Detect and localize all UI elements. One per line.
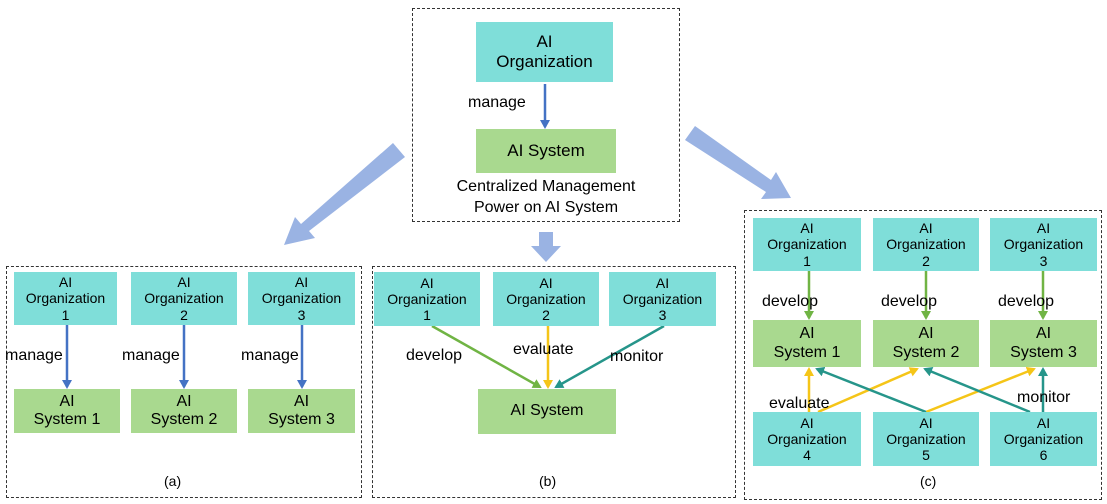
panel-a-manage-label-2: manage	[122, 347, 180, 364]
system-line: System 3	[1010, 343, 1077, 361]
panel-b-org-2: AI Organization 2	[493, 272, 599, 326]
top-caption: Centralized Management Power on AI Syste…	[420, 177, 672, 219]
system-line: AI	[1035, 325, 1052, 343]
panel-a-system-3: AI System 3	[248, 389, 355, 433]
org-number: 2	[922, 252, 930, 269]
org-line: Organization	[261, 290, 342, 307]
org-line: AI	[800, 220, 814, 237]
org-number: 1	[423, 307, 431, 324]
org-line: Organization	[1003, 430, 1084, 447]
panel-b-monitor-label: monitor	[610, 348, 664, 365]
panel-b-org-1: AI Organization 1	[374, 272, 480, 326]
panel-c-caption: (c)	[920, 473, 937, 489]
org-line: AI	[58, 274, 73, 291]
system-line: System 2	[150, 411, 218, 428]
panel-b-org-3: AI Organization 3	[609, 272, 716, 326]
system-line: System 3	[268, 411, 335, 428]
panel-c-develop-label-2: develop	[881, 293, 938, 310]
panel-a-org-1: AI Organization 1	[14, 272, 117, 325]
org-line: Organization	[387, 290, 467, 307]
org-line: AI	[919, 414, 933, 431]
top-org-line1: AI	[536, 32, 553, 52]
org-number: 3	[658, 307, 667, 324]
top-caption-line1: Centralized Management	[456, 178, 636, 195]
top-org-box: AI Organization	[476, 22, 613, 82]
org-number: 3	[1039, 252, 1048, 269]
system-line: System 2	[892, 343, 960, 361]
panel-c-org-3: AI Organization 3	[990, 218, 1097, 271]
org-number: 6	[1039, 447, 1048, 464]
org-line: AI	[539, 274, 553, 291]
system-line: AI System	[510, 402, 584, 420]
panel-c-system-1: AI System 1	[753, 320, 861, 367]
org-line: Organization	[767, 430, 847, 447]
panel-a-caption: (a)	[164, 473, 182, 489]
org-line: Organization	[1003, 236, 1084, 253]
top-org-line2: Organization	[496, 52, 593, 71]
org-line: AI	[420, 274, 434, 291]
panel-c-frame	[744, 210, 1102, 500]
panel-c-org-2: AI Organization 2	[873, 218, 979, 271]
org-line: AI	[800, 414, 814, 431]
org-number: 1	[61, 306, 70, 323]
panel-a-system-1: AI System 1	[14, 389, 120, 433]
panel-c-org-6: AI Organization 6	[990, 412, 1097, 466]
top-system-label: AI System	[507, 141, 585, 161]
big-arrow-left	[284, 143, 405, 245]
big-arrow-right	[685, 126, 791, 199]
panel-c-system-3: AI System 3	[990, 320, 1097, 367]
org-line: Organization	[144, 290, 224, 307]
panel-a-manage-label-1: manage	[5, 347, 63, 364]
system-line: AI	[176, 392, 192, 410]
system-line: AI	[799, 325, 815, 343]
org-line: Organization	[25, 290, 106, 307]
panel-c-develop-label-1: develop	[762, 293, 819, 310]
org-line: AI	[177, 274, 191, 291]
top-frame	[412, 8, 680, 222]
org-line: Organization	[886, 236, 966, 253]
org-line: Organization	[886, 430, 966, 447]
panel-c-org-5: AI Organization 5	[873, 412, 979, 466]
panel-a-system-2: AI System 2	[131, 389, 237, 433]
panel-c-evaluate-label: evaluate	[769, 395, 830, 412]
panel-b-develop-label: develop	[406, 347, 463, 364]
org-line: AI	[919, 220, 933, 237]
system-line: AI	[59, 392, 75, 410]
panel-a-org-3: AI Organization 3	[248, 272, 355, 325]
panel-b-system: AI System	[478, 389, 616, 434]
panel-c-org-1: AI Organization 1	[753, 218, 861, 271]
top-system-box: AI System	[476, 129, 616, 173]
panel-c-system-2: AI System 2	[873, 320, 979, 367]
system-line: System 1	[33, 411, 101, 428]
panel-c-develop-label-3: develop	[998, 293, 1055, 310]
top-manage-label: manage	[468, 94, 526, 111]
org-line: Organization	[622, 290, 703, 307]
top-caption-line2: Power on AI System	[473, 198, 619, 216]
org-number: 1	[803, 252, 811, 269]
panel-a-frame	[6, 266, 362, 498]
org-line: AI	[294, 274, 309, 291]
panel-b-frame	[372, 266, 736, 498]
system-line: AI	[918, 325, 934, 343]
org-line: AI	[655, 274, 670, 291]
org-number: 2	[542, 307, 550, 324]
org-number: 3	[297, 306, 306, 323]
system-line: System 1	[773, 343, 841, 361]
org-number: 5	[922, 447, 930, 464]
org-number: 2	[180, 306, 188, 323]
org-line: Organization	[767, 236, 847, 253]
panel-a-org-2: AI Organization 2	[131, 272, 237, 325]
org-line: AI	[1036, 414, 1051, 431]
org-line: Organization	[506, 290, 586, 307]
org-line: AI	[1036, 220, 1051, 237]
system-line: AI	[293, 392, 310, 410]
panel-c-org-4: AI Organization 4	[753, 412, 861, 466]
panel-a-manage-label-3: manage	[241, 347, 299, 364]
org-number: 4	[803, 447, 811, 464]
panel-b-caption: (b)	[539, 473, 557, 489]
panel-b-evaluate-label: evaluate	[513, 341, 574, 358]
panel-c-monitor-label: monitor	[1017, 389, 1071, 406]
big-arrow-down	[531, 232, 561, 262]
